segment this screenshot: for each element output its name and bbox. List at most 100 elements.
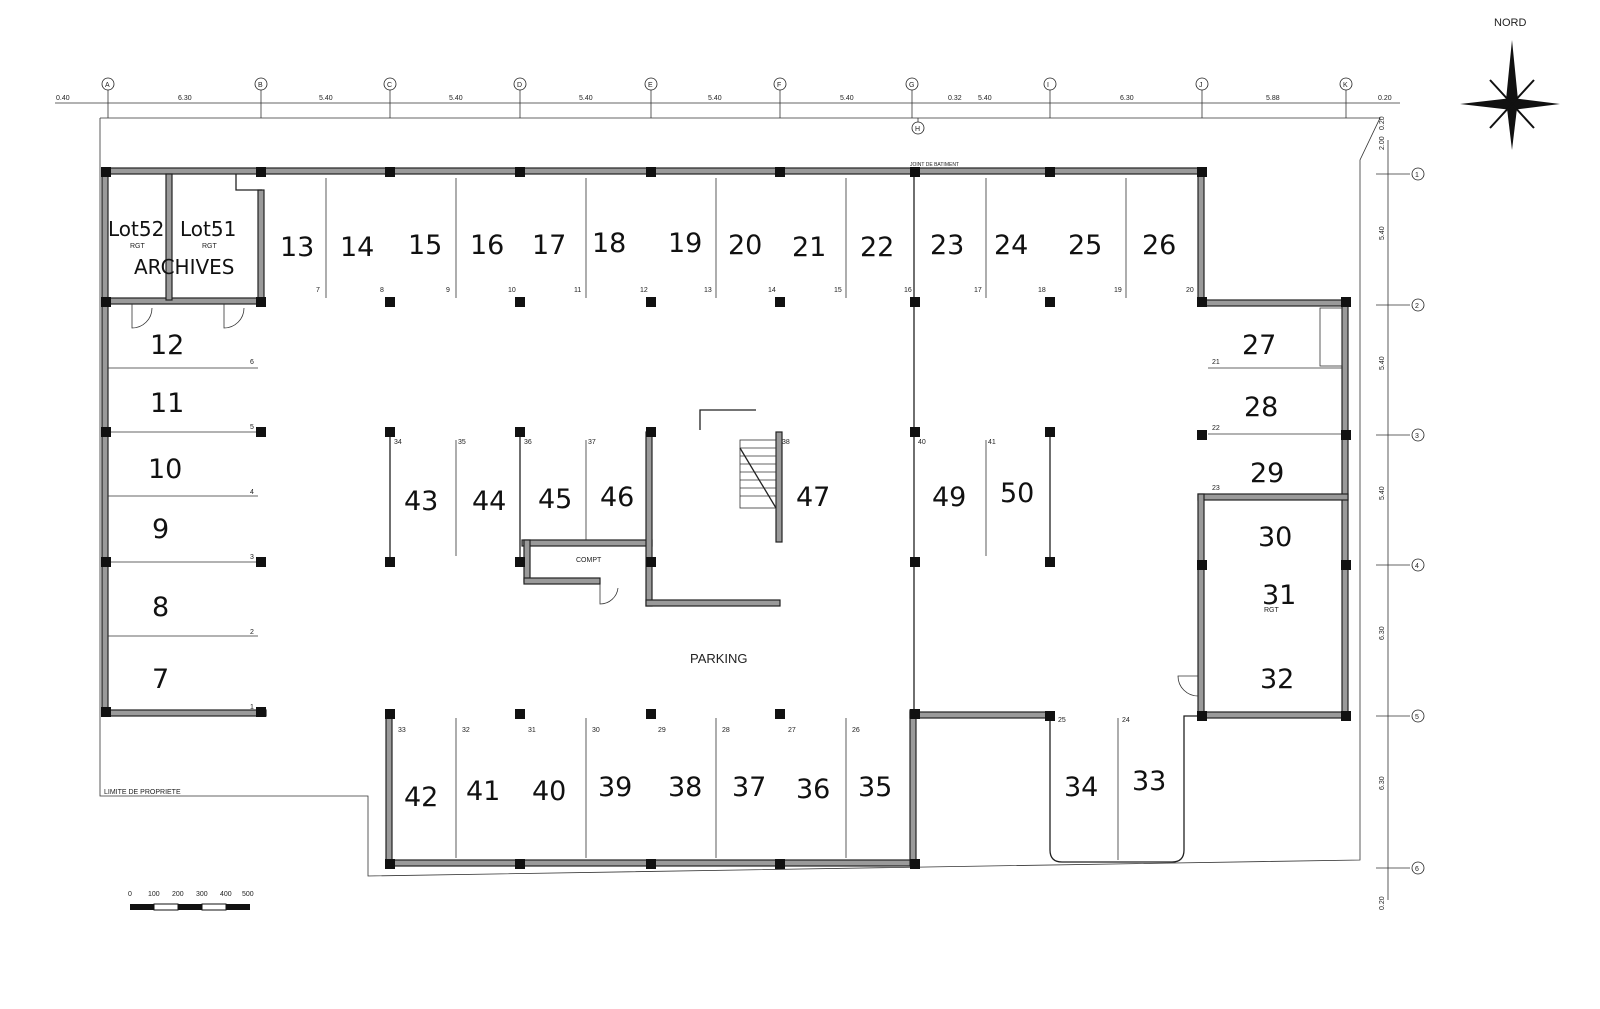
structural-column xyxy=(515,167,525,177)
spot-number: 35 xyxy=(858,772,892,803)
spot-number: 27 xyxy=(1242,330,1276,361)
spot-number: 19 xyxy=(668,228,702,259)
grid-axis-label: H xyxy=(915,126,920,133)
spot-number: 32 xyxy=(1260,664,1294,695)
svg-text:9: 9 xyxy=(446,287,450,294)
svg-text:0: 0 xyxy=(128,891,132,898)
structural-column xyxy=(256,427,266,437)
structural-column xyxy=(775,297,785,307)
spot-number: 24 xyxy=(994,230,1028,261)
spot-number: 22 xyxy=(860,232,894,263)
svg-text:100: 100 xyxy=(148,891,160,898)
svg-text:3: 3 xyxy=(250,554,254,561)
svg-text:13: 13 xyxy=(704,287,712,294)
grid-axis-label: F xyxy=(777,82,781,89)
dimension-label: 5.40 xyxy=(449,95,463,102)
dimension-label: 5.40 xyxy=(708,95,722,102)
structural-column xyxy=(646,167,656,177)
spot-number: 7 xyxy=(152,664,169,695)
structural-column xyxy=(101,427,111,437)
svg-text:12: 12 xyxy=(640,287,648,294)
grid-axis-label: A xyxy=(105,82,110,89)
spot-number: 46 xyxy=(600,482,634,513)
room-lot51-label: Lot51 xyxy=(180,217,236,241)
structural-column xyxy=(515,427,525,437)
doors xyxy=(131,304,1199,697)
svg-text:8: 8 xyxy=(380,287,384,294)
grid-axis-marker xyxy=(383,77,397,91)
svg-text:29: 29 xyxy=(658,727,666,734)
grid-axis-marker xyxy=(644,77,658,91)
grid-axis-marker xyxy=(1195,77,1209,91)
svg-text:28: 28 xyxy=(722,727,730,734)
grid-axis-marker xyxy=(1411,709,1425,723)
structural-column xyxy=(101,707,111,717)
grid-axis-label: 5 xyxy=(1415,714,1419,721)
grid-axis-label: 6 xyxy=(1415,866,1419,873)
svg-text:5: 5 xyxy=(250,424,254,431)
spot-number: 44 xyxy=(472,486,506,517)
structural-column xyxy=(101,297,111,307)
dimension-label: 5.40 xyxy=(579,95,593,102)
spot-number: 11 xyxy=(150,388,184,419)
spot-number: 43 xyxy=(404,486,438,517)
structural-column xyxy=(515,297,525,307)
structural-column xyxy=(256,557,266,567)
property-limit-label: LIMITE DE PROPRIETE xyxy=(104,789,181,796)
svg-text:300: 300 xyxy=(196,891,208,898)
structural-column xyxy=(775,859,785,869)
dimension-label: 6.30 xyxy=(178,95,192,102)
structural-column xyxy=(1045,557,1055,567)
spot-number: 29 xyxy=(1250,458,1284,489)
grid-axis-marker xyxy=(773,77,787,91)
svg-text:26: 26 xyxy=(852,727,860,734)
dimension-label: 5.40 xyxy=(1379,486,1386,500)
structural-column xyxy=(256,297,266,307)
north-arrow: NORD xyxy=(1460,17,1560,150)
spot-number: 41 xyxy=(466,776,500,807)
structural-column xyxy=(385,859,395,869)
structural-column xyxy=(1045,167,1055,177)
column-numbers: 1 2 3 4 5 6 7 8 9 10 11 12 13 14 15 16 1… xyxy=(250,287,1220,734)
dimension-label: 6.30 xyxy=(1379,626,1386,640)
structural-column xyxy=(515,859,525,869)
svg-text:31: 31 xyxy=(528,727,536,734)
svg-text:34: 34 xyxy=(394,439,402,446)
svg-text:19: 19 xyxy=(1114,287,1122,294)
dimension-label: 0.40 xyxy=(56,95,70,102)
spot-number: 31 xyxy=(1262,580,1296,611)
svg-text:27: 27 xyxy=(788,727,796,734)
grid-axis-marker xyxy=(1411,861,1425,875)
spot-number: 49 xyxy=(932,482,966,513)
svg-text:200: 200 xyxy=(172,891,184,898)
grid-axis-label: 4 xyxy=(1415,563,1419,570)
dimension-label: 0.20 xyxy=(1379,116,1386,130)
structural-column xyxy=(910,297,920,307)
spot-number: 21 xyxy=(792,232,826,263)
svg-text:10: 10 xyxy=(508,287,516,294)
dimension-label: 5.40 xyxy=(978,95,992,102)
structural-column xyxy=(1341,297,1351,307)
svg-text:11: 11 xyxy=(574,287,581,294)
svg-text:400: 400 xyxy=(220,891,232,898)
svg-text:7: 7 xyxy=(316,287,320,294)
structural-column xyxy=(515,557,525,567)
dimension-label: 5.40 xyxy=(1379,356,1386,370)
spot-number: 23 xyxy=(930,230,964,261)
svg-text:32: 32 xyxy=(462,727,470,734)
structural-column xyxy=(385,297,395,307)
structural-column xyxy=(385,709,395,719)
property-boundary xyxy=(99,117,1381,877)
structural-column xyxy=(646,859,656,869)
structural-column xyxy=(910,859,920,869)
svg-text:21: 21 xyxy=(1212,359,1220,366)
svg-text:15: 15 xyxy=(834,287,842,294)
rgt-label-1: RGT xyxy=(130,243,146,250)
svg-text:22: 22 xyxy=(1212,425,1220,432)
structural-column xyxy=(775,709,785,719)
svg-text:17: 17 xyxy=(974,287,982,294)
svg-text:40: 40 xyxy=(918,439,926,446)
svg-text:2: 2 xyxy=(250,629,254,636)
grid-axis-marker xyxy=(1411,428,1425,442)
structural-column xyxy=(256,167,266,177)
